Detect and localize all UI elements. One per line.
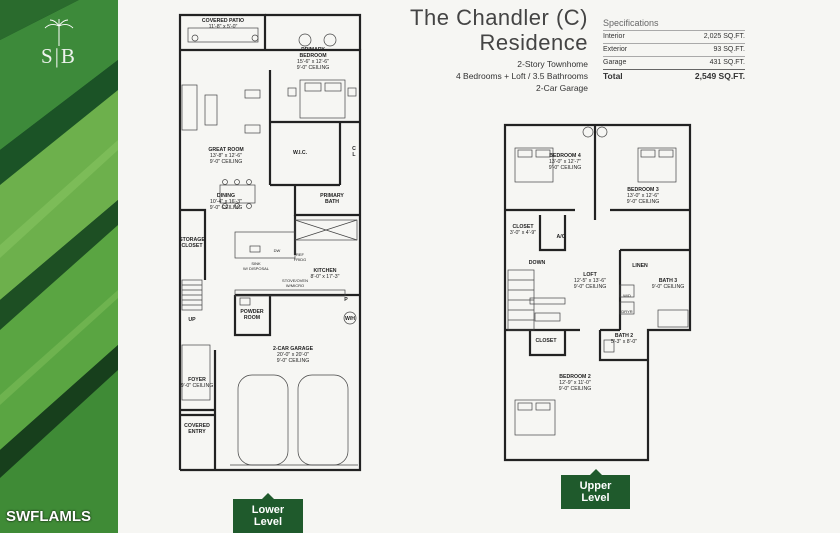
spec-row-garage: Garage 431 SQ.FT. bbox=[603, 56, 745, 69]
palm-tree-icon bbox=[44, 19, 74, 46]
spec-value: 2,025 SQ.FT. bbox=[703, 33, 745, 40]
specs-heading: Specifications bbox=[603, 18, 659, 28]
room-label-closet-lower: CLOSET bbox=[535, 338, 557, 344]
info-garage: 2-Car Garage bbox=[536, 83, 588, 93]
spec-row-exterior: Exterior 93 SQ.FT. bbox=[603, 43, 745, 56]
room-label-wic: W.I.C. bbox=[292, 150, 308, 156]
spec-total-label: Total bbox=[603, 71, 623, 81]
spec-row-total: Total 2,549 SQ.FT. bbox=[603, 69, 745, 82]
badge-arrow-icon bbox=[262, 493, 274, 499]
spec-label: Interior bbox=[603, 33, 625, 40]
spec-label: Exterior bbox=[603, 46, 628, 53]
spec-value: 431 SQ.FT. bbox=[709, 59, 745, 66]
room-label-wh: W/H bbox=[344, 316, 356, 322]
badge-arrow-icon bbox=[589, 469, 602, 475]
spec-value: 93 SQ.FT. bbox=[713, 46, 745, 53]
room-label-p: P bbox=[344, 297, 348, 303]
upper-level-label: Upper Level bbox=[579, 480, 612, 504]
mls-watermark: SWFLAMLS bbox=[6, 508, 91, 525]
specifications-table: Specifications Interior 2,025 SQ.FT. Ext… bbox=[603, 18, 745, 82]
spec-label: Garage bbox=[603, 59, 627, 66]
title-line-1: The Chandler (C) bbox=[410, 5, 588, 30]
room-label-ac: A/C bbox=[556, 234, 566, 240]
brand-logo: S|B bbox=[30, 18, 88, 78]
room-label-dw: DW bbox=[273, 248, 281, 253]
spec-row-interior: Interior 2,025 SQ.FT. bbox=[603, 30, 745, 43]
room-label-linen: LINEN bbox=[632, 263, 648, 269]
property-title: The Chandler (C) Residence bbox=[410, 5, 588, 55]
spec-total-value: 2,549 SQ.FT. bbox=[694, 71, 745, 81]
palm-leaf-image bbox=[0, 0, 118, 533]
upper-level-walls bbox=[503, 123, 692, 462]
info-type: 2-Story Townhome bbox=[517, 59, 588, 69]
lower-level-label: Lower Level bbox=[251, 504, 285, 528]
upper-level-badge: Upper Level bbox=[561, 469, 630, 509]
lower-level-badge: Lower Level bbox=[233, 493, 303, 533]
title-line-2: Residence bbox=[479, 30, 588, 55]
logo-letters: S|B bbox=[41, 44, 77, 68]
property-info: 2-Story Townhome 4 Bedrooms + Loft / 3.5… bbox=[456, 58, 588, 94]
info-beds-baths: 4 Bedrooms + Loft / 3.5 Bathrooms bbox=[455, 71, 588, 81]
lower-level-walls bbox=[178, 13, 362, 472]
room-label-down: DOWN bbox=[528, 260, 546, 266]
leaf-photo-panel: S|B SWFLAMLS bbox=[0, 0, 118, 533]
room-label-up: UP bbox=[188, 317, 196, 323]
